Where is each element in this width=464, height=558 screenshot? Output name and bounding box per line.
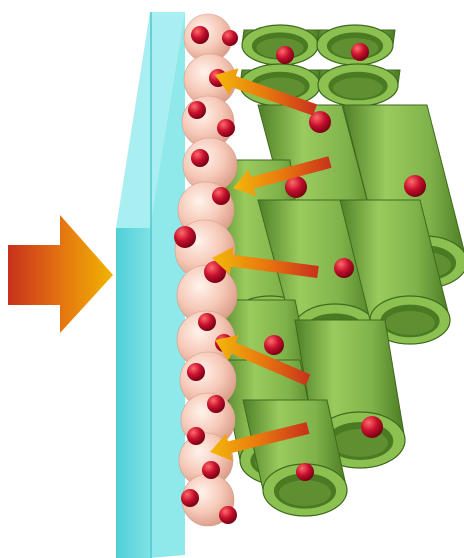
red-dot xyxy=(207,395,225,413)
plate-face xyxy=(116,228,150,558)
red-dot xyxy=(219,506,237,524)
red-dot xyxy=(202,461,220,479)
input-arrow xyxy=(8,215,113,333)
tube-inner xyxy=(279,480,331,506)
red-dot xyxy=(187,363,205,381)
plate xyxy=(116,12,185,558)
red-dot xyxy=(334,258,354,278)
red-dot xyxy=(222,30,238,46)
tube-inner xyxy=(385,311,435,335)
red-dot xyxy=(181,489,199,507)
red-dot xyxy=(296,463,314,481)
red-dot xyxy=(404,175,426,197)
plate-edge xyxy=(150,12,152,558)
red-dot xyxy=(198,313,216,331)
red-dot xyxy=(276,46,294,64)
tube-inner xyxy=(333,78,383,99)
red-dot xyxy=(351,43,369,61)
red-dot xyxy=(174,226,196,248)
tube xyxy=(318,64,400,106)
red-dot xyxy=(191,26,209,44)
red-dot xyxy=(212,187,230,205)
gradient-block-arrow-right-icon xyxy=(8,215,113,333)
red-dot xyxy=(264,335,284,355)
red-dot xyxy=(188,101,206,119)
red-dot xyxy=(187,427,205,445)
red-dot xyxy=(191,149,209,167)
red-dot xyxy=(217,119,235,137)
red-dot xyxy=(361,416,383,438)
